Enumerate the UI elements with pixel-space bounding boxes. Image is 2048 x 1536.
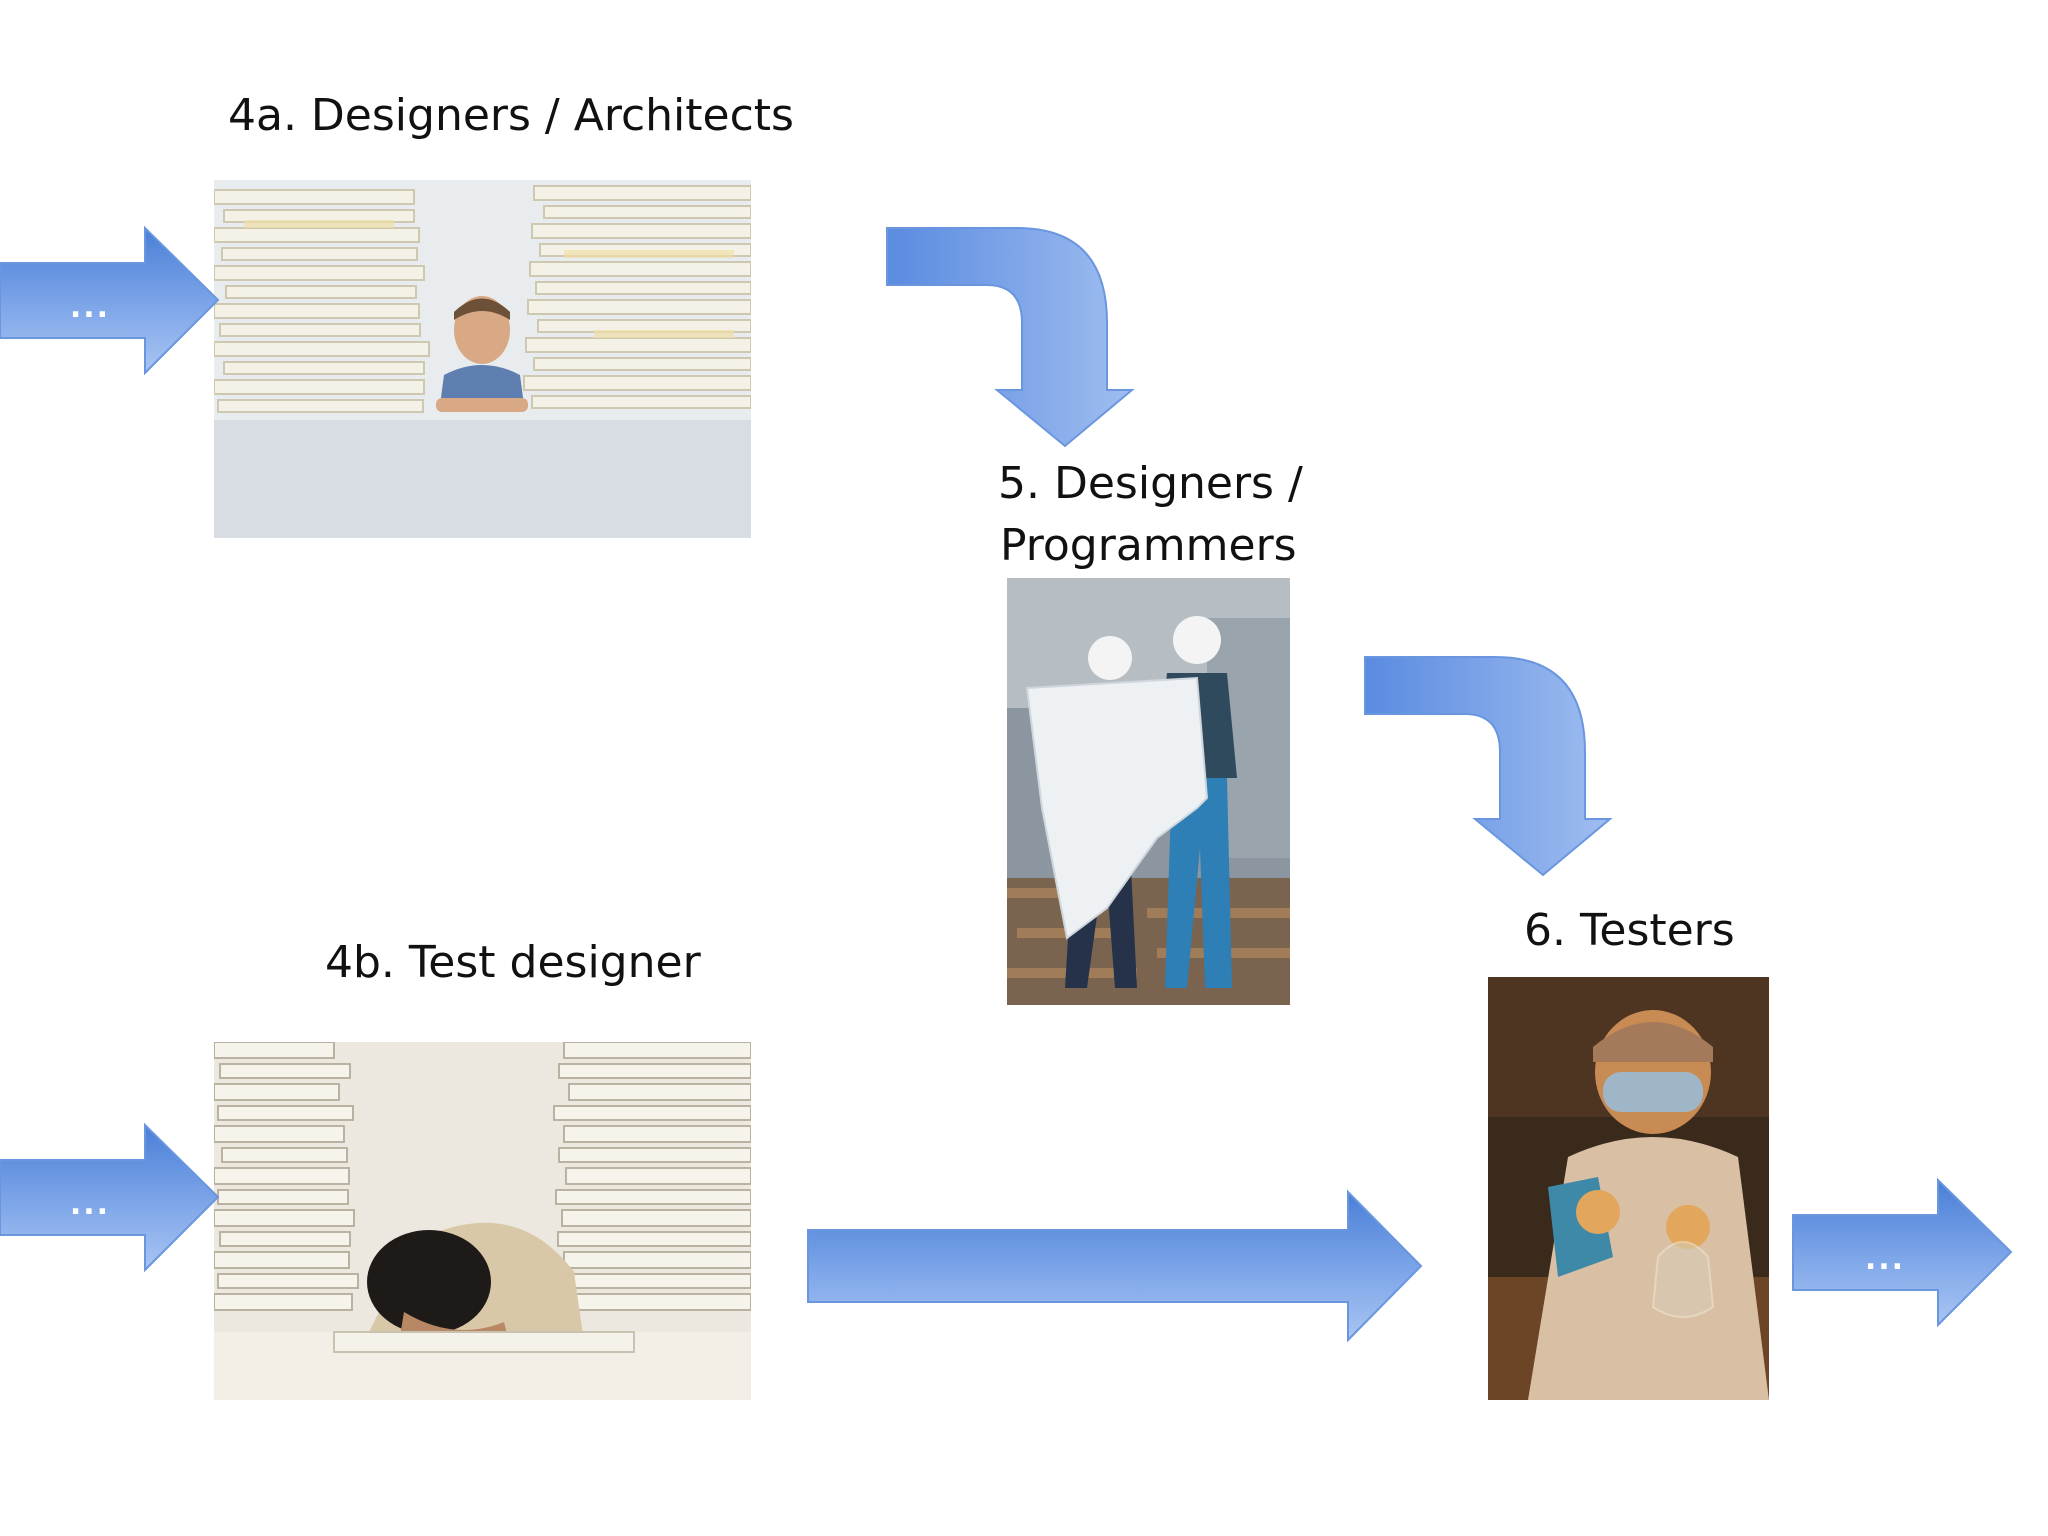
person-behind-paper-stacks-photo xyxy=(214,180,751,538)
curved-arrow-5-to-6 xyxy=(1364,656,1613,877)
stage-4a-title: 4a. Designers / Architects xyxy=(228,90,794,141)
stage-4b-title: 4b. Test designer xyxy=(325,937,701,988)
arrow-out-of-stage-6-label: ... xyxy=(1864,1242,1906,1277)
arrow-out-of-stage-6 xyxy=(1792,1177,2013,1328)
curved-arrow-4a-to-5 xyxy=(886,227,1135,448)
construction-workers-blueprint-photo xyxy=(1007,578,1290,1005)
arrow-into-stage-4b xyxy=(0,1122,220,1273)
lab-technician-photo xyxy=(1488,977,1769,1400)
stage-5-title-line2: Programmers xyxy=(1000,520,1297,571)
long-arrow-4b-to-6 xyxy=(807,1189,1423,1343)
arrow-into-stage-4a xyxy=(0,225,220,376)
stage-5-title-line1: 5. Designers / xyxy=(998,458,1303,509)
stage-6-title: 6. Testers xyxy=(1524,905,1735,956)
arrow-into-stage-4a-label: ... xyxy=(69,290,111,325)
arrow-into-stage-4b-label: ... xyxy=(69,1187,111,1222)
person-asleep-on-paper-stacks-photo xyxy=(214,1042,751,1400)
